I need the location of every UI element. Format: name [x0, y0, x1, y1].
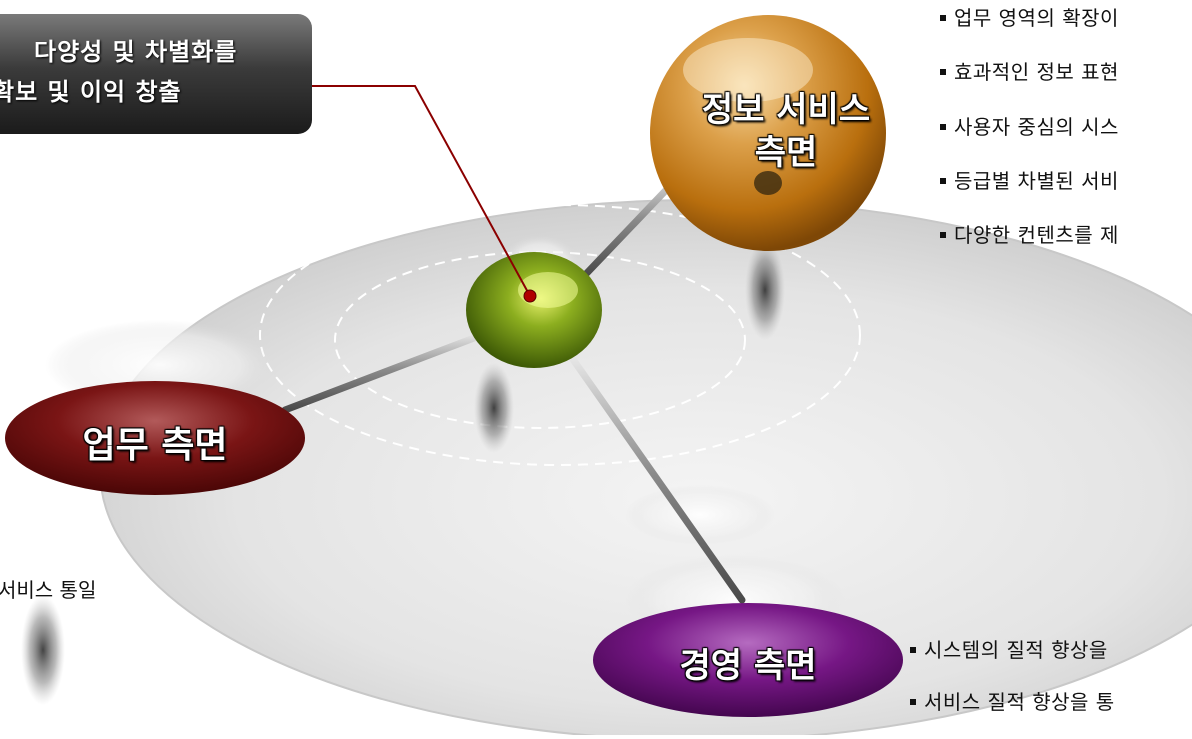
callout-line-1: 다양성 및 차별화를 [34, 38, 238, 66]
management-label: 경영 측면 [679, 646, 817, 686]
callout-connector-end [523, 289, 537, 303]
callout-connector [290, 85, 531, 297]
management-bullet: 서비스 질적 향상을 통 [910, 686, 1115, 715]
info-bullet: 사용자 중심의 시스 [940, 111, 1119, 140]
shadow-blob [474, 363, 514, 453]
callout-line-2: 확보 및 이익 창출 [0, 78, 182, 106]
outer-orbit [259, 204, 861, 466]
rod-to-management [561, 344, 746, 604]
info-service-sphere [650, 15, 886, 251]
info-service-sphere-shine [683, 38, 813, 102]
business-ellipse [5, 381, 305, 495]
business-label: 업무 측면 [82, 425, 228, 466]
business-text: 서비스 통일 [0, 578, 97, 602]
management-ellipse [593, 603, 903, 717]
shadow-blob [21, 595, 65, 705]
info-service-label-1: 정보 서비스 [701, 90, 871, 130]
info-bullet: 효과적인 정보 표현 [940, 56, 1119, 85]
info-service-dot [754, 171, 782, 195]
info-bullet: 업무 영역의 확장이 [940, 2, 1119, 31]
info-bullet: 다양한 컨텐츠를 제 [940, 219, 1119, 248]
info-service-label-2: 측면 [754, 133, 818, 173]
info-bullet: 등급별 차별된 서비 [940, 165, 1119, 194]
center-sphere [466, 252, 602, 368]
rod-to-business [281, 326, 499, 414]
shadow-blob [745, 240, 785, 340]
management-halo-top [625, 485, 775, 545]
callout-box [0, 14, 312, 134]
management-bullet: 시스템의 질적 향상을 [910, 634, 1108, 663]
